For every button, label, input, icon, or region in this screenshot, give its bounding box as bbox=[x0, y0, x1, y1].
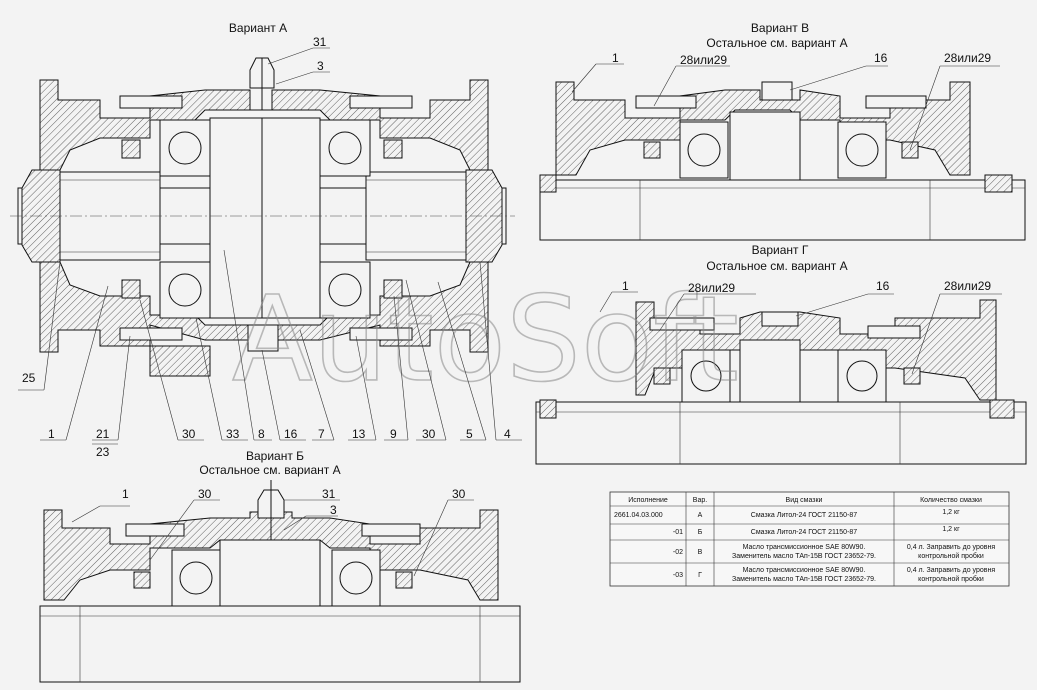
callout-4: 4 bbox=[504, 427, 511, 441]
table-cell-lube: Заменитель масло ТАп-15В ГОСТ 23652-79. bbox=[732, 553, 876, 560]
table-cell-lube: Масло трансмиссионное SAE 80W90. bbox=[743, 544, 866, 551]
view-v-leaders bbox=[571, 63, 1000, 151]
table-cell-var: В bbox=[698, 549, 703, 556]
callout-8: 8 bbox=[258, 427, 265, 441]
view-b-subtitle: Остальное см. вариант А bbox=[199, 463, 340, 477]
callout-g-28-right: 28или29 bbox=[944, 279, 991, 293]
callout-g-28-left: 28или29 bbox=[688, 281, 735, 295]
callout-21: 21 bbox=[96, 427, 110, 441]
table-cell-qty: 1,2 кг bbox=[942, 526, 960, 533]
callout-b-30-right: 30 bbox=[452, 487, 466, 501]
callout-7: 7 bbox=[318, 427, 325, 441]
table-header-isp: Исполнение bbox=[628, 497, 668, 504]
watermark-text: AutoSoft bbox=[232, 270, 739, 408]
view-g-title: Вариант Г bbox=[752, 243, 809, 257]
table-cell-isp: -01 bbox=[673, 529, 683, 536]
callout-31: 31 bbox=[313, 35, 327, 49]
view-b-leaders bbox=[71, 499, 474, 577]
table-cell-isp: -02 bbox=[673, 549, 683, 556]
view-g-callouts: 1 28или29 16 28или29 bbox=[622, 279, 991, 295]
table-cell-var: Г bbox=[698, 572, 702, 579]
callout-1: 1 bbox=[48, 427, 55, 441]
lubrication-table: Исполнение Вар. Вид смазки Количество см… bbox=[609, 491, 1010, 587]
callout-v-28-right: 28или29 bbox=[944, 51, 991, 65]
callout-3: 3 bbox=[317, 59, 324, 73]
view-b-callouts: 1 30 31 3 30 bbox=[122, 487, 466, 517]
table-cell-qty: 0,4 л. Заправить до уровня bbox=[907, 567, 995, 574]
callout-b-30-left: 30 bbox=[198, 487, 212, 501]
callout-b-1: 1 bbox=[122, 487, 129, 501]
view-g-drawing bbox=[535, 299, 1027, 465]
table-header-qty: Количество смазки bbox=[920, 497, 982, 504]
view-g-subtitle: Остальное см. вариант А bbox=[706, 259, 847, 273]
callout-v-28-left: 28или29 bbox=[680, 53, 727, 67]
table-cell-qty: 0,4 л. Заправить до уровня bbox=[907, 544, 995, 551]
table-header-lube: Вид смазки bbox=[786, 497, 823, 504]
view-a-drawing bbox=[10, 57, 515, 377]
table-cell-qty: контрольной пробки bbox=[918, 552, 984, 560]
table-cell-lube: Смазка Литол-24 ГОСТ 21150-87 bbox=[751, 512, 858, 519]
callout-g-16: 16 bbox=[876, 279, 890, 293]
callout-5: 5 bbox=[466, 427, 473, 441]
view-a-callouts: 31 3 25 1 21 23 30 33 8 16 7 13 9 30 5 4 bbox=[22, 35, 511, 459]
callout-13: 13 bbox=[352, 427, 366, 441]
callout-33: 33 bbox=[226, 427, 240, 441]
callout-v-1: 1 bbox=[612, 51, 619, 65]
view-v-drawing bbox=[539, 81, 1026, 241]
view-b-title: Вариант Б bbox=[246, 449, 304, 463]
callout-v-16: 16 bbox=[874, 51, 888, 65]
table-cell-var: А bbox=[698, 512, 703, 519]
table-cell-lube: Заменитель масло ТАп-15В ГОСТ 23652-79. bbox=[732, 576, 876, 583]
callout-b-3: 3 bbox=[330, 503, 337, 517]
callout-30-right: 30 bbox=[422, 427, 436, 441]
view-b-drawing bbox=[39, 480, 521, 683]
table-cell-lube: Масло трансмиссионное SAE 80W90. bbox=[743, 567, 866, 574]
callout-b-31: 31 bbox=[322, 487, 336, 501]
table-cell-isp: -03 bbox=[673, 572, 683, 579]
table-cell-var: Б bbox=[698, 529, 703, 536]
view-g-leaders bbox=[599, 291, 1002, 375]
table-cell-isp: 2661.04.03.000 bbox=[614, 512, 663, 519]
table-cell-qty: контрольной пробки bbox=[918, 575, 984, 583]
table-cell-lube: Смазка Литол-24 ГОСТ 21150-87 bbox=[751, 529, 858, 536]
callout-9: 9 bbox=[390, 427, 397, 441]
view-v-subtitle: Остальное см. вариант А bbox=[706, 36, 847, 50]
table-cell-qty: 1,2 кг bbox=[942, 509, 960, 516]
callout-23: 23 bbox=[96, 445, 110, 459]
callout-16: 16 bbox=[284, 427, 298, 441]
callout-30-left: 30 bbox=[182, 427, 196, 441]
callout-g-1: 1 bbox=[622, 279, 629, 293]
view-a-title: Вариант А bbox=[229, 21, 287, 35]
view-v-callouts: 1 28или29 16 28или29 bbox=[612, 51, 991, 67]
view-a-leaders bbox=[18, 47, 522, 445]
view-v-title: Вариант В bbox=[751, 21, 809, 35]
callout-25: 25 bbox=[22, 371, 36, 385]
table-header-var: Вар. bbox=[693, 497, 707, 504]
